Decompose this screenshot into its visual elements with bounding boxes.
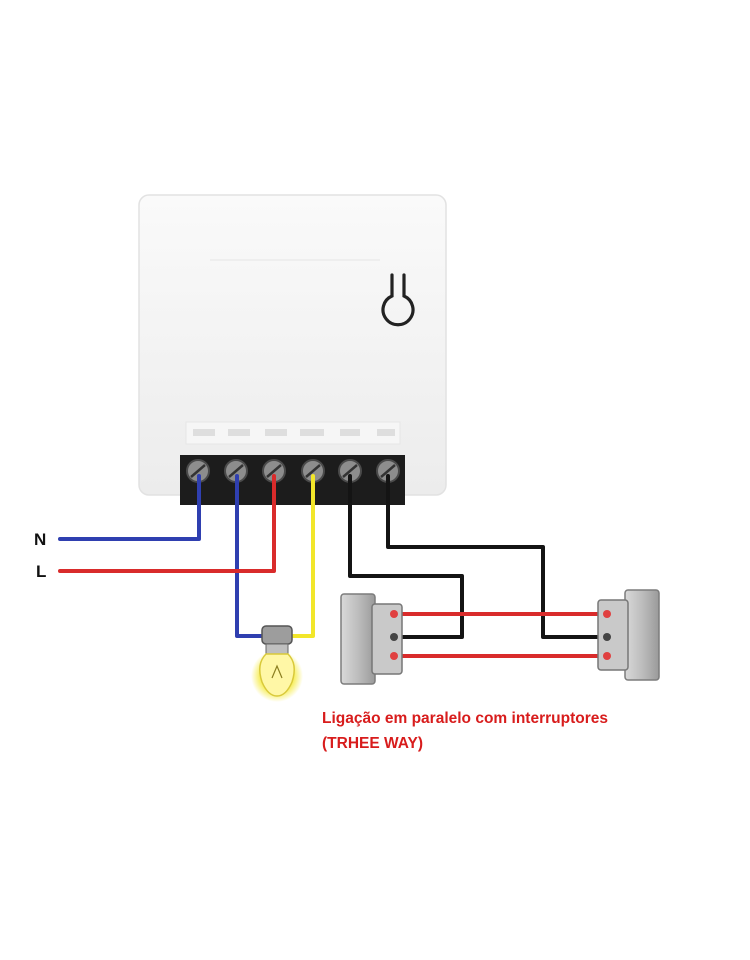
terminal-legend — [193, 429, 395, 436]
line-label: L — [36, 562, 46, 581]
neutral-input-wire — [58, 474, 201, 541]
terminal-screw — [186, 459, 210, 483]
caption-line-1: Ligação em paralelo com interruptores — [322, 710, 608, 727]
line-input-wire — [58, 474, 276, 573]
neutral-lamp-wire — [235, 474, 264, 638]
light-bulb-icon — [251, 625, 303, 702]
terminal-screw — [224, 459, 248, 483]
switch-wire-1 — [348, 474, 464, 639]
three-way-switch-icon — [340, 593, 403, 685]
smart-relay-module — [138, 194, 447, 496]
neutral-label: N — [34, 530, 46, 549]
three-way-switch-icon — [597, 589, 660, 681]
terminal-block — [180, 455, 405, 505]
lamp-output-wire — [290, 474, 315, 638]
button-icon — [381, 273, 415, 327]
diagram-caption: Ligação em paralelo com interruptores (T… — [322, 706, 608, 756]
switch-wire-2 — [386, 474, 605, 639]
caption-line-2: (TRHEE WAY) — [322, 735, 424, 752]
